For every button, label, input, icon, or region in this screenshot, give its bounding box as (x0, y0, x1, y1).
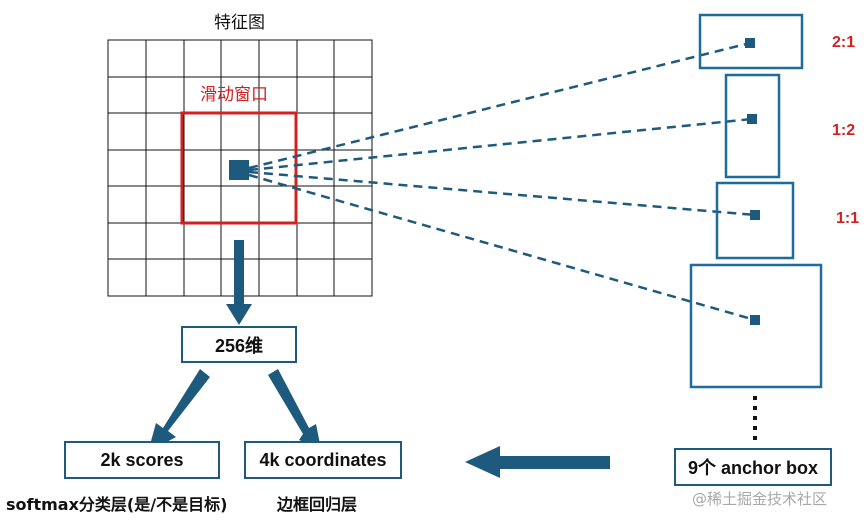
center-point (229, 160, 249, 180)
sliding-window-title: 滑动窗口 (200, 85, 268, 105)
projection-lines (248, 41, 756, 322)
anchor-count-box: 9个 anchor box (674, 448, 832, 486)
ratio-label-2-1: 2:1 (832, 34, 856, 51)
ratio-label-1-2: 1:2 (832, 122, 856, 139)
coordinates-box: 4k coordinates (244, 441, 402, 479)
sliding-window-box (180, 111, 298, 225)
ratio-label-1-1: 1:1 (836, 210, 860, 227)
arrow-to-scores (148, 369, 210, 452)
regression-caption: 边框回归层 (277, 495, 358, 514)
anchor-box-1-2 (724, 73, 781, 179)
anchor-box-1-1 (715, 181, 795, 260)
ellipsis-dots (753, 396, 757, 440)
flow-arrows (148, 240, 610, 478)
anchor-centers (745, 38, 760, 325)
softmax-caption: softmax分类层(是/不是目标) (6, 495, 228, 514)
arrow-left (465, 446, 610, 478)
arrow-to-coordinates (268, 369, 321, 449)
arrow-down (226, 240, 252, 325)
feature-map-title: 特征图 (214, 13, 265, 33)
watermark: @稀土掘金技术社区 (692, 490, 828, 508)
anchor-boxes (689, 13, 823, 389)
anchor-box-large (689, 263, 823, 389)
scores-box: 2k scores (64, 441, 220, 479)
intermediate-layer-box: 256维 (181, 326, 297, 363)
anchor-box-2-1 (698, 13, 804, 70)
